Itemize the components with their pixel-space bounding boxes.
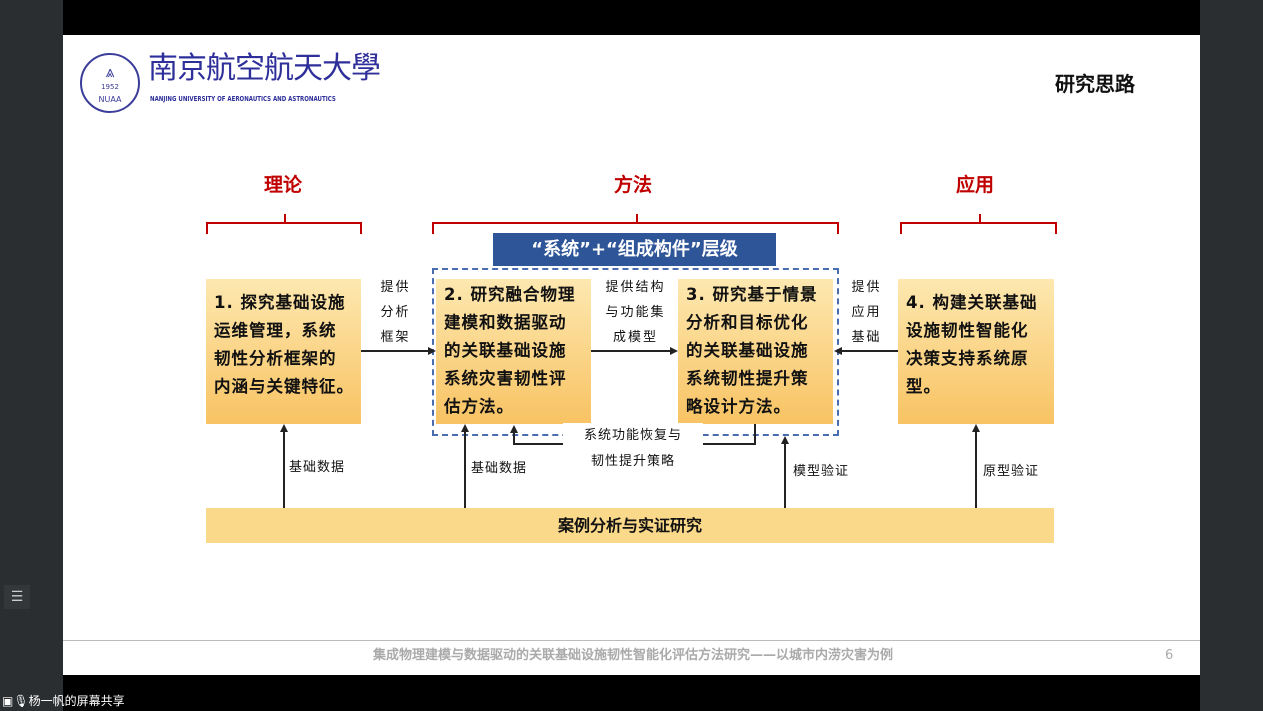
heading-method: 方法 <box>613 174 652 196</box>
slide: ⩓ 1952 NUAA 南京航空航天大學 NANJING UNIVERSITY … <box>63 35 1200 675</box>
label-up-4: 原型验证 <box>983 464 1040 479</box>
box-line: 设施韧性智能化 <box>906 321 1029 340</box>
bracket-theory <box>206 214 362 234</box>
seal-year: 1952 <box>101 83 119 91</box>
box-line: 的关联基础设施 <box>444 341 567 360</box>
label-line: 成模型 <box>612 330 658 345</box>
arrowhead <box>510 425 518 433</box>
box-line: 运维管理，系统 <box>214 321 337 340</box>
box-theory: 1. 探究基础设施运维管理，系统韧性分析框架的内涵与关键特征。 <box>206 279 361 424</box>
label-up-3: 模型验证 <box>793 464 850 479</box>
right-panel <box>1200 0 1263 711</box>
bracket-method <box>432 214 839 234</box>
arrowhead <box>781 436 789 444</box>
seal: ⩓ 1952 NUAA <box>80 53 140 113</box>
bracket-application <box>900 214 1057 234</box>
feedback-line <box>513 433 515 445</box>
screen-share-label: 杨一帆的屏幕共享 <box>28 694 125 708</box>
arrowhead <box>670 347 678 355</box>
footer-divider <box>63 640 1200 641</box>
heading-application: 应用 <box>955 174 994 196</box>
label-line: 与功能集 <box>605 305 666 320</box>
arrowhead <box>428 347 436 355</box>
label-4-to-3: 提供应用基础 <box>839 275 894 350</box>
box-line: 的关联基础设施 <box>686 341 809 360</box>
box-line: 3. 研究基于情景 <box>686 285 818 304</box>
seal-text: NUAA <box>98 95 122 104</box>
arrow-up-1 <box>283 432 285 508</box>
box-line: 略设计方法。 <box>686 397 791 416</box>
arrow-1-to-2 <box>361 350 429 352</box>
arrowhead <box>280 424 288 432</box>
heading-theory: 理论 <box>263 174 302 196</box>
arrow-up-4 <box>975 432 977 508</box>
case-study-bar: 案例分析与实证研究 <box>206 508 1054 543</box>
label-line: 应用 <box>851 305 882 320</box>
box-line: 2. 研究融合物理 <box>444 285 576 304</box>
box-line: 估方法。 <box>444 397 514 416</box>
box-line: 4. 构建关联基础 <box>906 293 1038 312</box>
screen-share-icon: ▣ <box>2 694 14 708</box>
box-line: 内涵与关键特征。 <box>214 377 354 396</box>
arrow-up-2 <box>464 432 466 508</box>
seal-emblem-icon: ⩓ <box>105 62 115 81</box>
label-1-to-2: 提供分析框架 <box>368 275 423 350</box>
label-up-1: 基础数据 <box>289 460 346 475</box>
label-line: 系统功能恢复与 <box>563 423 703 449</box>
box-line: 建模和数据驱动 <box>444 313 567 332</box>
box-method-strategy: 3. 研究基于情景分析和目标优化的关联基础设施系统韧性提升策略设计方法。 <box>678 279 833 424</box>
arrow-4-to-3 <box>841 350 898 352</box>
box-line: 型。 <box>906 377 941 396</box>
label-line: 提供 <box>380 280 411 295</box>
box-line: 韧性分析框架的 <box>214 349 337 368</box>
box-application: 4. 构建关联基础设施韧性智能化决策支持系统原型。 <box>898 279 1054 424</box>
university-logo: ⩓ 1952 NUAA 南京航空航天大學 NANJING UNIVERSITY … <box>80 51 381 117</box>
logo-cn: 南京航空航天大學 <box>148 51 381 86</box>
footer-text: 集成物理建模与数据驱动的关联基础设施韧性智能化评估方法研究——以城市内涝灾害为例 <box>372 648 893 663</box>
label-up-2: 基础数据 <box>471 461 528 476</box>
label-line: 提供结构 <box>605 280 666 295</box>
label-2-to-3: 提供结构与功能集成模型 <box>593 275 678 350</box>
feedback-line <box>754 424 756 444</box>
label-line: 提供 <box>851 280 882 295</box>
screen-share-indicator: ▣🎙杨一帆的屏幕共享 <box>2 693 125 709</box>
box-line: 系统灾害韧性评 <box>444 369 567 388</box>
arrowhead <box>461 424 469 432</box>
label-line: 基础 <box>851 330 882 345</box>
feedback-label: 系统功能恢复与韧性提升策略 <box>563 423 703 475</box>
arrowhead <box>972 424 980 432</box>
box-line: 系统韧性提升策 <box>686 369 809 388</box>
logo-en: NANJING UNIVERSITY OF AERONAUTICS AND AS… <box>150 95 336 103</box>
label-line: 分析 <box>380 305 411 320</box>
list-icon[interactable]: ☰ <box>4 585 30 609</box>
box-line: 决策支持系统原 <box>906 349 1029 368</box>
label-line: 韧性提升策略 <box>590 454 675 469</box>
page-number: 6 <box>1165 648 1174 663</box>
box-line: 1. 探究基础设施 <box>214 293 346 312</box>
box-line: 分析和目标优化 <box>686 313 809 332</box>
label-line: 框架 <box>380 330 411 345</box>
mic-icon: 🎙 <box>13 694 29 708</box>
level-banner: “系统”+“组成构件”层级 <box>493 233 776 266</box>
box-method-assessment: 2. 研究融合物理建模和数据驱动的关联基础设施系统灾害韧性评估方法。 <box>436 279 591 424</box>
slide-title: 研究思路 <box>1055 72 1135 96</box>
arrow-2-to-3 <box>591 350 671 352</box>
arrow-up-3 <box>784 444 786 508</box>
arrowhead <box>834 347 842 355</box>
